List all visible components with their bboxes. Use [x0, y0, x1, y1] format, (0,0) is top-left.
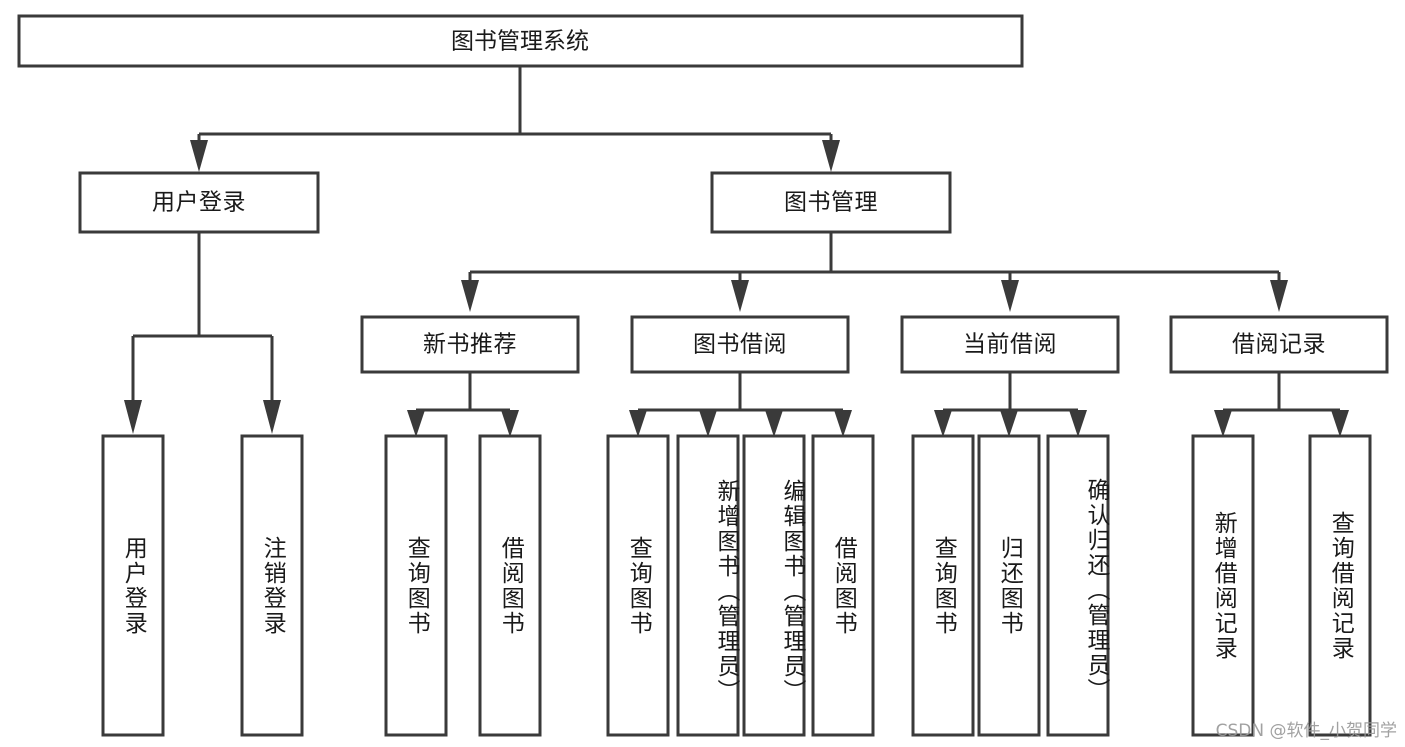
arrow-bookmanage-child-4 — [1270, 280, 1288, 312]
node-borrow-record-box[interactable] — [1169, 315, 1389, 374]
leaf-box-current-borrow-3[interactable] — [1046, 434, 1110, 737]
connector-layer — [124, 66, 1349, 437]
arrow-currentborrow-leaf-2 — [1000, 410, 1018, 437]
arrow-currentborrow-leaf-3 — [1069, 410, 1087, 437]
node-book-manage-label: 图书管理 — [784, 190, 878, 216]
arrow-bookborrow-leaf-1 — [629, 410, 647, 437]
node-user-login-box[interactable] — [78, 171, 320, 234]
arrow-borrowrecord-leaf-2 — [1331, 410, 1349, 437]
node-new-book-recommend[interactable]: 新书推荐 — [360, 315, 580, 374]
node-book-manage-box[interactable] — [710, 171, 952, 234]
arrow-bookborrow-leaf-2 — [699, 410, 717, 437]
node-current-borrow-box[interactable] — [900, 315, 1120, 374]
leaf-box-borrow-record-1[interactable] — [1191, 434, 1255, 737]
node-book-borrow-label: 图书借阅 — [693, 332, 787, 358]
node-new-book-recommend-label: 新书推荐 — [423, 332, 517, 358]
arrow-newbook-leaf-2 — [501, 410, 519, 437]
node-user-login-label: 用户登录 — [152, 190, 246, 216]
node-root-label: 图书管理系统 — [451, 29, 589, 55]
leaf-box-current-borrow-2[interactable] — [977, 434, 1041, 737]
leaf-box-user-login-1[interactable] — [101, 434, 165, 737]
arrow-bookmanage-child-2 — [731, 280, 749, 312]
arrow-borrowrecord-leaf-1 — [1214, 410, 1232, 437]
leaf-box-new-book-1[interactable] — [384, 434, 448, 737]
arrow-bookborrow-leaf-3 — [765, 410, 783, 437]
leaf-box-book-borrow-1[interactable] — [606, 434, 670, 737]
node-current-borrow-label: 当前借阅 — [963, 332, 1057, 358]
node-current-borrow[interactable]: 当前借阅 — [900, 315, 1120, 374]
arrow-bookborrow-leaf-4 — [834, 410, 852, 437]
node-book-manage[interactable]: 图书管理 — [710, 171, 952, 234]
watermark-text: CSDN @软件_小贺同学 — [1215, 721, 1397, 741]
leaf-box-book-borrow-3[interactable] — [742, 434, 806, 737]
arrow-newbook-leaf-1 — [407, 410, 425, 437]
leaf-box-borrow-record-2[interactable] — [1308, 434, 1372, 737]
node-new-book-recommend-box[interactable] — [360, 315, 580, 374]
arrow-bookmanage-child-3 — [1001, 280, 1019, 312]
arrow-userlogin-leaf-2 — [263, 400, 281, 434]
leaf-box-book-borrow-2[interactable] — [676, 434, 740, 737]
leaf-box-current-borrow-1[interactable] — [911, 434, 975, 737]
leaf-box-user-login-2[interactable] — [240, 434, 304, 737]
arrow-userlogin-leaf-1 — [124, 400, 142, 434]
node-root-box[interactable] — [17, 14, 1024, 68]
node-book-borrow-box[interactable] — [630, 315, 850, 374]
arrow-root-to-user-login — [190, 140, 208, 172]
arrow-currentborrow-leaf-1 — [934, 410, 952, 437]
leaf-box-new-book-2[interactable] — [478, 434, 542, 737]
node-borrow-record-label: 借阅记录 — [1232, 332, 1326, 358]
node-borrow-record[interactable]: 借阅记录 — [1169, 315, 1389, 374]
node-root[interactable]: 图书管理系统 — [17, 14, 1024, 68]
arrow-root-to-book-manage — [822, 140, 840, 172]
node-book-borrow[interactable]: 图书借阅 — [630, 315, 850, 374]
node-user-login[interactable]: 用户登录 — [78, 171, 320, 234]
leaf-box-book-borrow-4[interactable] — [811, 434, 875, 737]
arrow-bookmanage-child-1 — [461, 280, 479, 312]
